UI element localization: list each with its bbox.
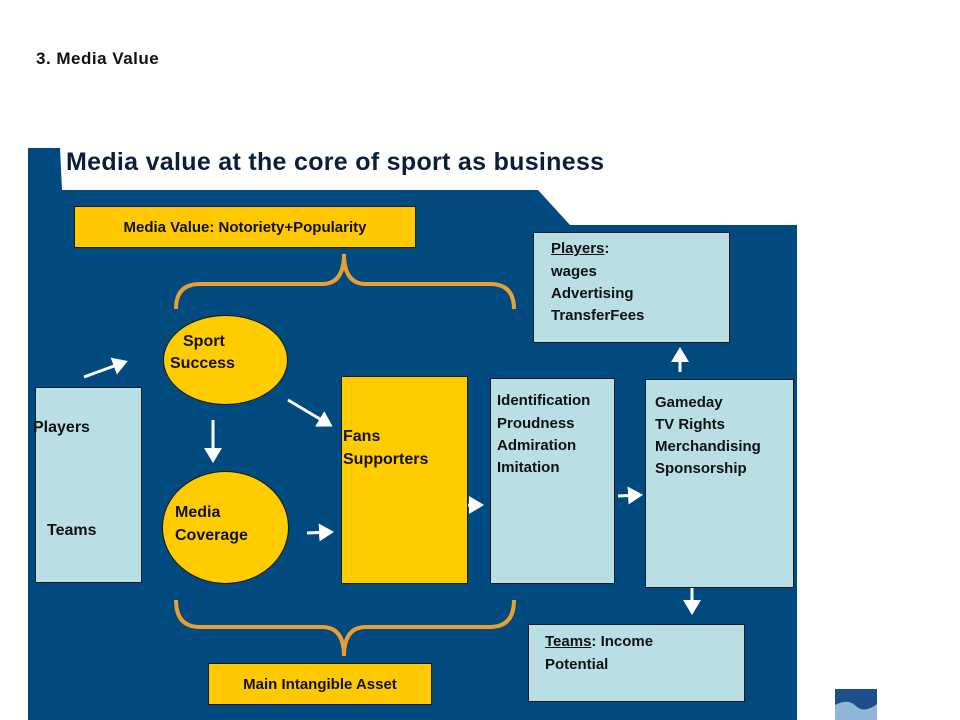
bottom-brace	[174, 599, 516, 657]
media-value-box: Media Value: Notoriety+Popularity	[74, 206, 416, 248]
revenue-line: Sponsorship	[655, 460, 747, 477]
identification-line: Identification	[497, 392, 591, 409]
sport-label: Sport	[183, 333, 225, 350]
players-heading-text: Players	[551, 240, 605, 257]
teams-heading-rest: : Income	[591, 633, 654, 650]
top-brace	[174, 253, 516, 310]
players-income-box: Players: wages Advertising TransferFees	[533, 232, 730, 343]
identification-box: Identification Proudness Admiration Imit…	[490, 378, 615, 584]
revenue-line: Merchandising	[655, 438, 761, 455]
players-income-line: wages	[551, 263, 597, 280]
identification-line: Proudness	[497, 415, 575, 432]
success-label: Success	[170, 355, 235, 372]
arrow-success-to-fans	[287, 398, 333, 427]
media-value-label: Media Value: Notoriety+Popularity	[123, 218, 367, 236]
teams-income-box: Teams: Income Potential	[528, 624, 745, 702]
section-label: 3. Media Value	[36, 49, 160, 68]
fans-label: Fans	[343, 428, 381, 445]
arrow-coverage-to-fans	[306, 523, 334, 542]
revenue-line: TV Rights	[655, 416, 725, 433]
coverage-label: Coverage	[175, 527, 248, 544]
revenue-line: Gameday	[655, 394, 723, 411]
arrow-players-to-success	[83, 357, 128, 379]
players-income-line: Advertising	[551, 285, 634, 302]
fans-box: Fans Supporters	[341, 376, 468, 584]
sport-success-ellipse: Sport Success	[163, 315, 288, 405]
identification-line: Imitation	[497, 459, 560, 476]
teams-heading-text: Teams	[545, 633, 592, 650]
supporters-label: Supporters	[343, 451, 429, 468]
players-label: Players	[33, 419, 90, 436]
page-title: Media value at the core of sport as busi…	[66, 148, 605, 176]
corner-image-wave	[835, 701, 877, 720]
identification-line: Admiration	[497, 437, 577, 454]
intangible-asset-label: Main Intangible Asset	[243, 675, 397, 693]
teams-heading: Teams: Income	[545, 631, 653, 653]
players-income-line: TransferFees	[551, 307, 645, 324]
players-teams-box: Players Teams	[33, 387, 142, 583]
revenue-box: Gameday TV Rights Merchandising Sponsors…	[645, 379, 794, 588]
teams-income-line: Potential	[545, 656, 609, 673]
media-coverage-ellipse: Media Coverage	[162, 471, 289, 584]
players-heading-colon: :	[604, 240, 610, 257]
players-heading: Players:	[551, 238, 609, 260]
media-label: Media	[175, 504, 221, 521]
arrow-identification-to-revenue	[617, 486, 643, 505]
intangible-asset-box: Main Intangible Asset	[208, 663, 432, 705]
teams-label: Teams	[47, 522, 97, 539]
